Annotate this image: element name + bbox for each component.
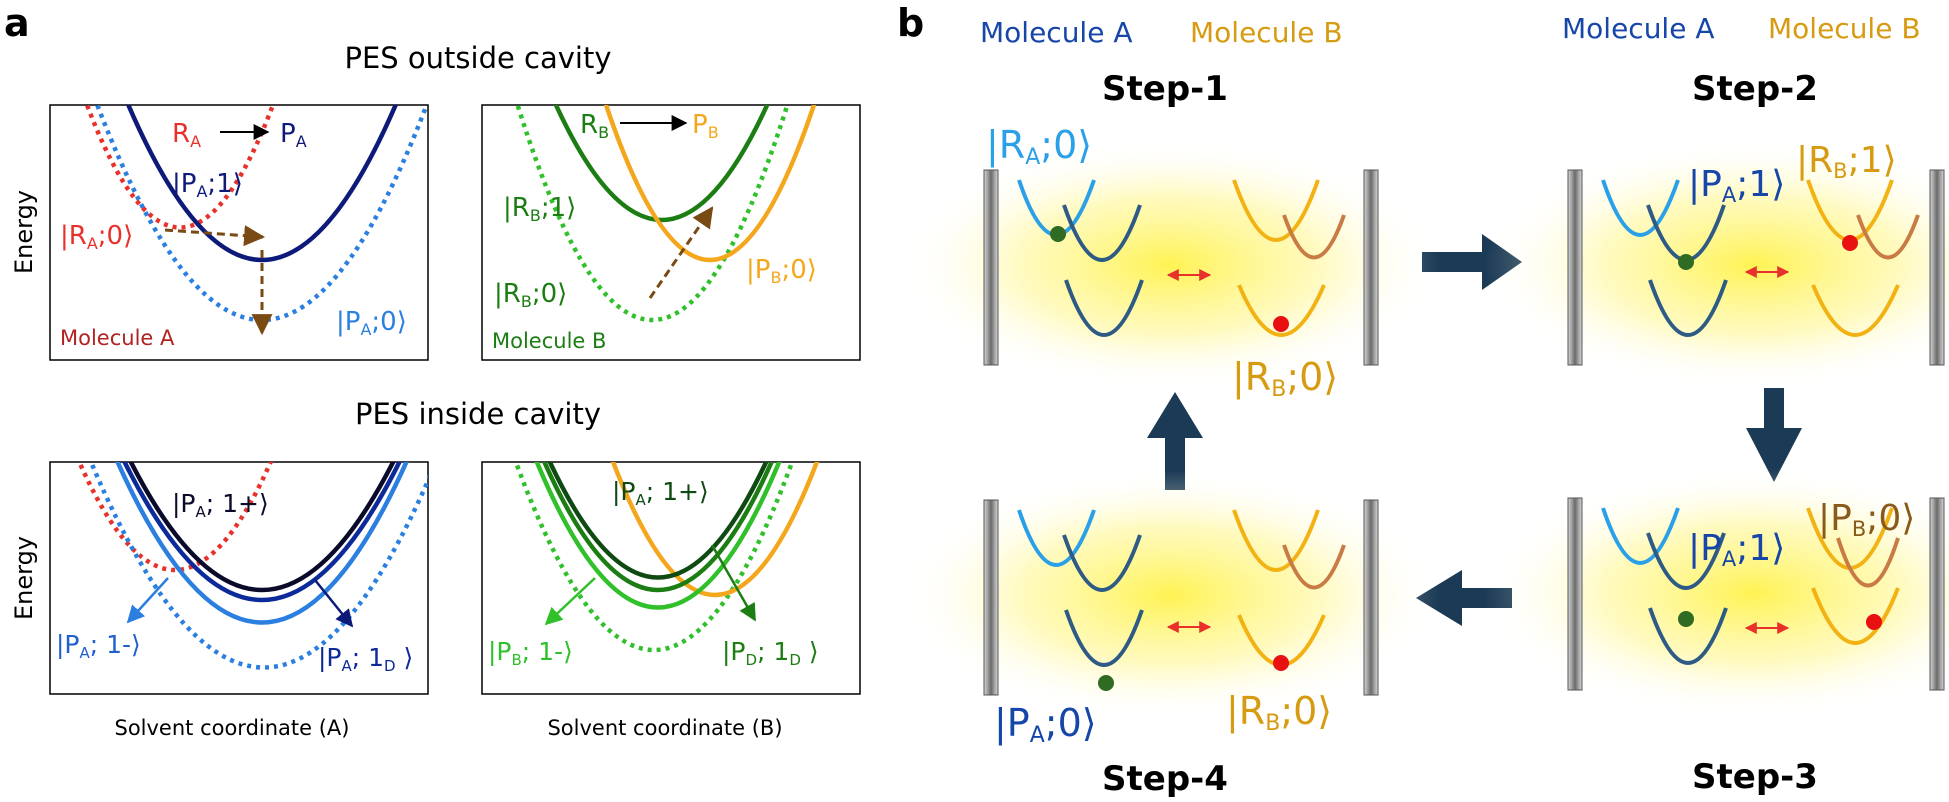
step-3-ket-b: |PB;0⟩: [1818, 498, 1915, 541]
cavity-step-1: [900, 140, 1440, 390]
x-label-a: Solvent coordinate (A): [114, 716, 349, 740]
svg-text:|RB;1⟩: |RB;1⟩: [503, 193, 576, 225]
svg-text:RA: RA: [172, 119, 201, 151]
svg-text:|PA; 1-⟩: |PA; 1-⟩: [56, 630, 141, 662]
curve-rb1: [553, 105, 770, 223]
mirror-left: [983, 169, 999, 366]
step-1-label: Step-1: [1102, 69, 1228, 109]
cavity-step-4: [900, 470, 1440, 720]
outside-cavity-title: PES outside cavity: [344, 41, 611, 75]
mirror-right: [1363, 169, 1379, 366]
pes-box-molecule-b-outside: RB PB |RB;1⟩ |RB;0⟩ |PB;0⟩ Molecule B: [481, 104, 861, 361]
pes-box-molecule-a-inside: |PA; 1+⟩ |PA; 1-⟩ |PA; 1D ⟩: [49, 461, 429, 695]
svg-text:RB: RB: [580, 110, 609, 142]
transfer-arrow-horizontal: [164, 225, 266, 247]
arrow-step4-to-step1: [1147, 392, 1203, 490]
mol-a-label-right: Molecule A: [1562, 12, 1715, 45]
curve-ra0-inside: [76, 462, 274, 573]
curve-rb0-inside: [513, 462, 795, 652]
curve-rb0: [515, 105, 790, 323]
svg-text:|RB;0⟩: |RB;0⟩: [494, 279, 567, 311]
step-4-ket-b: |RB;0⟩: [1226, 689, 1332, 736]
step-1-ket-a: |RA;0⟩: [986, 123, 1092, 170]
svg-text:PA: PA: [280, 119, 307, 151]
transfer-arrow-b: [648, 206, 714, 299]
mol-b-label-right: Molecule B: [1768, 12, 1921, 45]
step-3-label: Step-3: [1692, 757, 1818, 797]
curve-dark-state-a: [122, 462, 402, 603]
curve-pb0-inside: [610, 462, 820, 597]
step-4-label: Step-4: [1102, 759, 1228, 799]
curve-ra0: [84, 105, 276, 230]
arrow-to-lower-a: [126, 577, 169, 624]
step-1-ket-b: |RB;0⟩: [1232, 355, 1338, 402]
curve-upper-polariton-a: [128, 462, 396, 593]
svg-text:|PA; 1+⟩: |PA; 1+⟩: [612, 477, 709, 509]
svg-text:Molecule B: Molecule B: [492, 329, 606, 353]
x-label-b: Solvent coordinate (B): [547, 716, 782, 740]
step-4-ket-a: |PA;0⟩: [994, 701, 1097, 748]
step-2-label: Step-2: [1692, 69, 1818, 109]
pes-box-molecule-a-outside: RA PA |PA;1⟩ |RA;0⟩ |PA;0⟩ Molecule A: [49, 104, 429, 361]
curve-pa1: [125, 105, 399, 262]
svg-text:|PA; 1D ⟩: |PA; 1D ⟩: [318, 643, 413, 675]
arrow-to-dark-b: [710, 544, 757, 622]
particle-a: [1050, 226, 1066, 242]
step-2-ket-a: |PA;1⟩: [1688, 164, 1785, 207]
mol-a-label-left: Molecule A: [980, 16, 1133, 49]
svg-text:|RA;0⟩: |RA;0⟩: [60, 221, 133, 253]
mol-b-label-left: Molecule B: [1190, 16, 1343, 49]
step-3-ket-a: |PA;1⟩: [1688, 528, 1785, 571]
particle-b: [1273, 316, 1289, 332]
curve-lower-polariton-a: [115, 462, 409, 625]
cavity-step-2: [1484, 140, 1949, 390]
arrow-to-lower-b: [544, 577, 596, 626]
pes-box-molecule-b-inside: |PA; 1+⟩ |PB; 1-⟩ |PD; 1D ⟩: [481, 461, 861, 695]
svg-text:PB: PB: [692, 110, 719, 142]
svg-text:|PA; 1+⟩: |PA; 1+⟩: [172, 489, 269, 521]
curve-pa0: [94, 105, 428, 322]
arrow-step3-to-step4: [1416, 570, 1512, 626]
panel-a-label: a: [4, 1, 30, 45]
cavity-step-3: [1484, 468, 1949, 718]
curve-lower-polariton-b: [534, 462, 782, 610]
energy-label-top: Energy: [10, 190, 38, 274]
svg-text:|PB;0⟩: |PB;0⟩: [746, 255, 817, 287]
curve-pb0: [603, 105, 817, 262]
curve-upper-polariton-b: [547, 462, 769, 580]
svg-text:|PA;1⟩: |PA;1⟩: [172, 169, 243, 201]
curve-dark-state-b: [541, 462, 775, 592]
svg-text:|PA;0⟩: |PA;0⟩: [336, 307, 407, 339]
panel-b-label: b: [897, 1, 924, 45]
arrow-to-dark-a: [314, 579, 354, 628]
arrow-step2-to-step3: [1746, 388, 1802, 482]
svg-text:Molecule A: Molecule A: [60, 326, 175, 350]
svg-text:|PD; 1D ⟩: |PD; 1D ⟩: [722, 637, 819, 669]
svg-text:|PB; 1-⟩: |PB; 1-⟩: [488, 637, 573, 669]
curve-pa0-inside: [88, 462, 428, 670]
energy-label-bottom: Energy: [10, 536, 38, 620]
inside-cavity-title: PES inside cavity: [355, 397, 601, 431]
step-2-ket-b: |RB;1⟩: [1796, 140, 1897, 183]
